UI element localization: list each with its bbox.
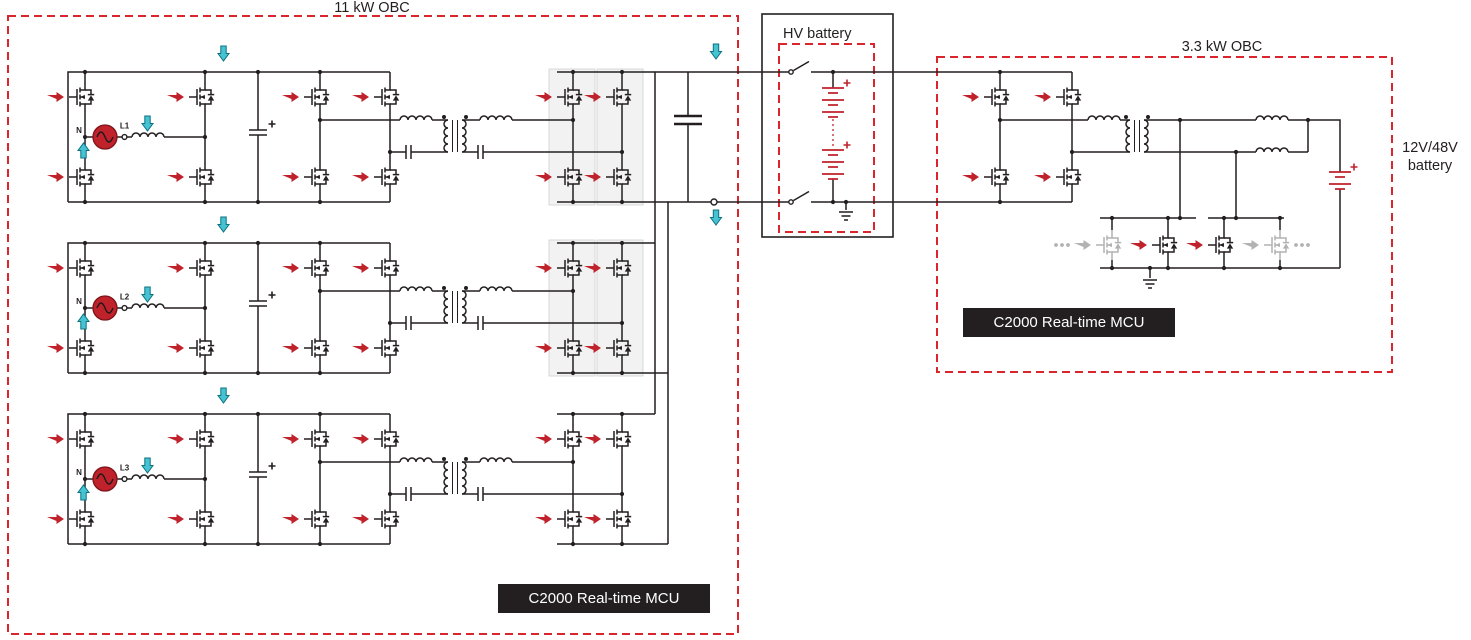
output-terminal xyxy=(710,198,718,206)
hv-battery-circuit xyxy=(788,60,1072,221)
obc11-mcu-text: C2000 Real-time MCU xyxy=(529,590,680,607)
phase1-neutral-label: N xyxy=(76,126,82,135)
hv-battery-enclosure xyxy=(761,13,894,238)
pfc-phase-3 xyxy=(47,388,668,546)
lv-battery-label-line2: battery xyxy=(1408,158,1453,174)
parallel-fet-gray xyxy=(1095,229,1122,261)
obc33-mcu-label: C2000 Real-time MCU xyxy=(963,308,1175,337)
hv-ground-icon xyxy=(838,211,854,221)
obc-11kw-border xyxy=(7,15,739,635)
obc11-title: 11 kW OBC xyxy=(334,0,409,16)
obc-33kw-border xyxy=(936,56,1393,373)
phase3-line-label: L3 xyxy=(120,464,130,473)
phase2-neutral-label: N xyxy=(76,297,82,306)
bus-current-sense-arrow-icon xyxy=(710,209,722,226)
obc11-mcu-label: C2000 Real-time MCU xyxy=(498,584,710,613)
bus-voltage-sense-arrow-icon xyxy=(710,43,722,60)
phase3-neutral-label: N xyxy=(76,468,82,477)
hv-battery-title: HV battery xyxy=(783,26,852,42)
hv-battery-cells xyxy=(821,78,852,180)
obc33-mcu-text: C2000 Real-time MCU xyxy=(994,314,1145,331)
junction-dots xyxy=(997,69,1311,271)
obc-33kw-circuit xyxy=(962,69,1359,289)
hv-battery-border xyxy=(778,43,875,233)
parallel-ellipsis xyxy=(1054,243,1310,247)
rectifier-shade xyxy=(548,68,644,377)
lv-battery-label-line1: 12V/48V xyxy=(1402,140,1458,156)
phase2-line-label: L2 xyxy=(120,293,130,302)
lv-battery-cells xyxy=(1328,162,1359,190)
output-dc-bus xyxy=(654,43,789,544)
switch-top-icon xyxy=(788,69,794,75)
dc-link-capacitor xyxy=(674,114,702,126)
switch-bottom-icon xyxy=(788,199,794,205)
phase1-line-label: L1 xyxy=(120,122,130,131)
lv-ground-icon xyxy=(1142,279,1158,289)
obc33-title: 3.3 kW OBC xyxy=(1182,39,1263,55)
parallel-fet-gray xyxy=(1263,229,1290,261)
